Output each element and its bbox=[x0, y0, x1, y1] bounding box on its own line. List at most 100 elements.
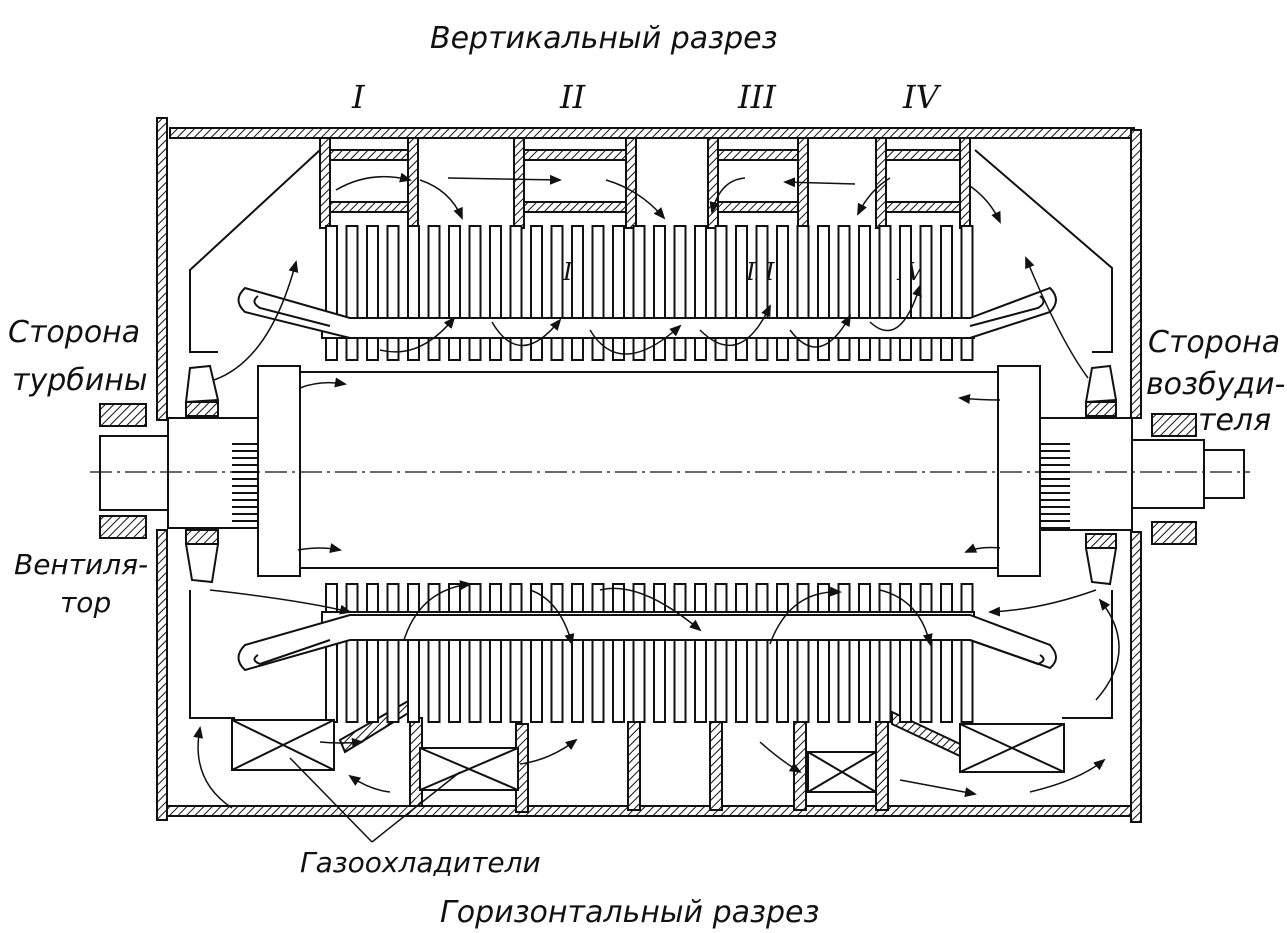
casing-left-wall-lower bbox=[156, 529, 168, 821]
rotor-tooth bbox=[673, 337, 687, 361]
flow-arrow bbox=[209, 589, 352, 615]
stator-tooth bbox=[612, 225, 625, 319]
flow-arrow bbox=[319, 737, 364, 748]
stator-tooth bbox=[530, 631, 543, 723]
bearing-right-top bbox=[1151, 413, 1197, 437]
winding-top-loop bbox=[237, 286, 1057, 339]
rotor-tooth bbox=[468, 337, 482, 361]
rotor-tooth bbox=[694, 337, 707, 361]
stator-tooth bbox=[345, 225, 359, 319]
gas-cooler-4 bbox=[959, 723, 1065, 773]
bearings bbox=[99, 403, 1197, 545]
stator-tooth bbox=[366, 631, 379, 723]
compartment-shelf bbox=[885, 201, 961, 213]
flow-arrow bbox=[789, 314, 851, 348]
compartment-wall bbox=[709, 721, 723, 811]
stator-tooth bbox=[714, 225, 728, 319]
flow-arrow bbox=[759, 741, 802, 774]
compartment-wall bbox=[625, 137, 637, 229]
rotor-tooth bbox=[530, 583, 543, 613]
stator-tooth bbox=[776, 225, 789, 319]
stator-tooth bbox=[919, 631, 933, 723]
rotor-end-right bbox=[997, 365, 1041, 577]
flow-arrow bbox=[605, 179, 666, 220]
rotor-tooth bbox=[489, 337, 502, 361]
fan-label-line-2: тор bbox=[60, 586, 111, 619]
rotor-tooth bbox=[550, 583, 564, 613]
rotor-tooth bbox=[755, 583, 769, 613]
stator-tooth bbox=[489, 225, 502, 319]
rotor-tooth bbox=[468, 583, 482, 613]
shaft-left-end bbox=[99, 435, 169, 511]
flow-arrow bbox=[964, 543, 1001, 553]
flow-arrow bbox=[491, 318, 562, 347]
stator-tooth bbox=[366, 225, 379, 319]
top-section-title: Вертикальный разрез bbox=[430, 21, 778, 56]
fan-blade-left-bottom bbox=[184, 543, 220, 584]
stator-tooth bbox=[837, 631, 851, 723]
exciter-side-label: Сторона возбуди- теля bbox=[1146, 325, 1285, 438]
rotor-tooth bbox=[325, 337, 338, 361]
rotor-tooth bbox=[899, 337, 912, 361]
stator-tooth bbox=[899, 631, 912, 723]
stator-tooth bbox=[653, 225, 666, 319]
compartment-wall bbox=[959, 137, 971, 229]
casing-right-wall-upper bbox=[1130, 129, 1142, 419]
rotor-tooth bbox=[878, 583, 892, 613]
rotor-tooth bbox=[509, 337, 523, 361]
casing bbox=[156, 117, 1142, 823]
compartment-shelf bbox=[523, 201, 627, 213]
rotor-tooth bbox=[386, 337, 400, 361]
stator-tooth bbox=[817, 631, 830, 723]
section-numeral-2: II bbox=[559, 78, 587, 116]
stator-tooth bbox=[386, 631, 400, 723]
stator-tooth bbox=[694, 631, 707, 723]
stator-tooth bbox=[940, 631, 953, 723]
cooler-leader-lines bbox=[289, 757, 461, 843]
rotor-tooth bbox=[878, 337, 892, 361]
stator-tooth bbox=[325, 225, 338, 319]
stator-tooth bbox=[858, 631, 871, 723]
turbine-side-label: Сторона турбины bbox=[8, 315, 148, 398]
stator-tooth bbox=[632, 225, 646, 319]
flow-arrow bbox=[1095, 598, 1120, 701]
rotor-tooth bbox=[960, 337, 974, 361]
flow-arrow bbox=[783, 177, 856, 188]
section-numeral-3: III bbox=[737, 78, 777, 116]
fan-label-line-1: Вентиля- bbox=[14, 548, 148, 581]
stator-tooth bbox=[653, 631, 666, 723]
flow-arrow bbox=[869, 284, 922, 332]
shaft-right-tip bbox=[1203, 449, 1245, 499]
stator-tooth bbox=[386, 225, 400, 319]
stator-tooth bbox=[550, 225, 564, 319]
rotor-tooth bbox=[940, 337, 953, 361]
casing-bottom-wall bbox=[159, 805, 1135, 817]
flow-arrow bbox=[335, 172, 412, 191]
rotor-tooth bbox=[837, 337, 851, 361]
stator-tooth bbox=[407, 225, 420, 319]
flow-arrow bbox=[419, 179, 463, 220]
rotor-tooth bbox=[919, 583, 933, 613]
stator-tooth bbox=[960, 225, 974, 319]
rotor bbox=[99, 365, 1245, 577]
flow-arrow bbox=[213, 260, 299, 381]
compartment-shelf bbox=[717, 201, 799, 213]
rotor-tooth bbox=[571, 583, 584, 613]
rotor-tooth bbox=[386, 583, 400, 613]
stator-tooth bbox=[571, 631, 584, 723]
stator-tooth bbox=[714, 631, 728, 723]
stator-tooth bbox=[509, 631, 523, 723]
exciter-side-line-3: теля bbox=[1198, 403, 1271, 438]
compartment-shelf bbox=[523, 149, 627, 161]
flow-arrow bbox=[988, 589, 1097, 617]
rotor-tooth bbox=[858, 583, 871, 613]
stator-tooth bbox=[571, 225, 584, 319]
rotor-tooth bbox=[509, 583, 523, 613]
stator-tooth bbox=[837, 225, 851, 319]
flow-arrow bbox=[1029, 758, 1106, 793]
flow-arrow bbox=[769, 586, 842, 645]
compartment-shelf bbox=[885, 149, 961, 161]
flow-arrow bbox=[297, 543, 342, 553]
stator-tooth bbox=[673, 631, 687, 723]
